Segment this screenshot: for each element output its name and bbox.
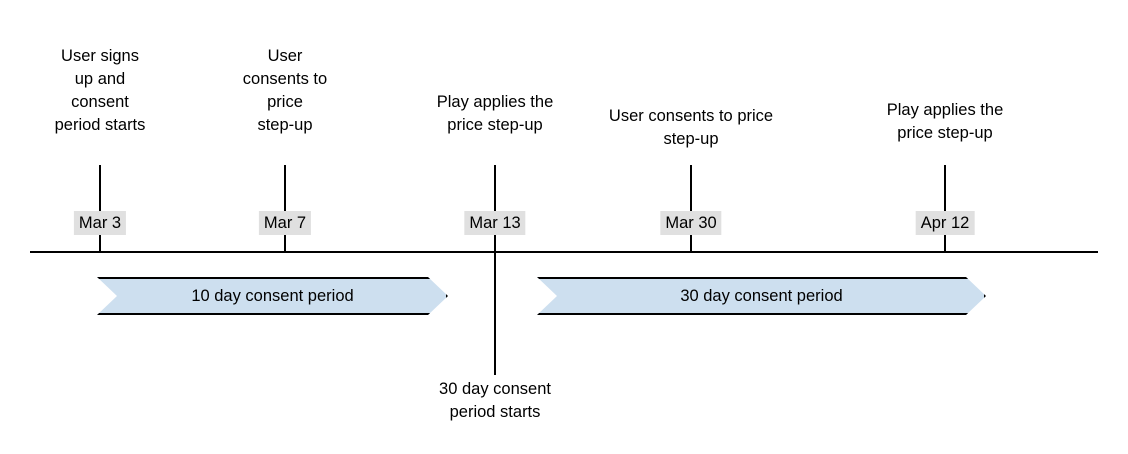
date-label: Mar 30 (660, 211, 722, 235)
banner-shape (537, 277, 986, 315)
bottom-annotation: 30 day consent period starts (439, 380, 551, 421)
date-label: Mar 13 (464, 211, 526, 235)
banner-shape (97, 277, 448, 315)
consent-period-banner: 10 day consent period (97, 277, 448, 315)
tick-mark (690, 165, 692, 253)
event-caption: User consents to price step-up (608, 107, 774, 148)
consent-period-banner: 30 day consent period (537, 277, 986, 315)
timeline-axis (30, 251, 1098, 253)
event-caption: User consents to price step-up (242, 47, 328, 134)
date-label: Apr 12 (915, 211, 975, 235)
event-caption: User signs up and consent period starts (54, 47, 146, 134)
event-caption: Play applies the price step-up (436, 93, 554, 134)
tick-mark (944, 165, 946, 253)
tick-mark (99, 165, 101, 253)
banner-label: 10 day consent period (191, 287, 354, 305)
tick-mark (284, 165, 286, 253)
date-label: Mar 7 (258, 211, 312, 235)
date-label: Mar 3 (73, 211, 127, 235)
event-caption: Play applies the price step-up (886, 101, 1004, 142)
banner-label: 30 day consent period (680, 287, 843, 305)
tick-mark (494, 165, 496, 375)
